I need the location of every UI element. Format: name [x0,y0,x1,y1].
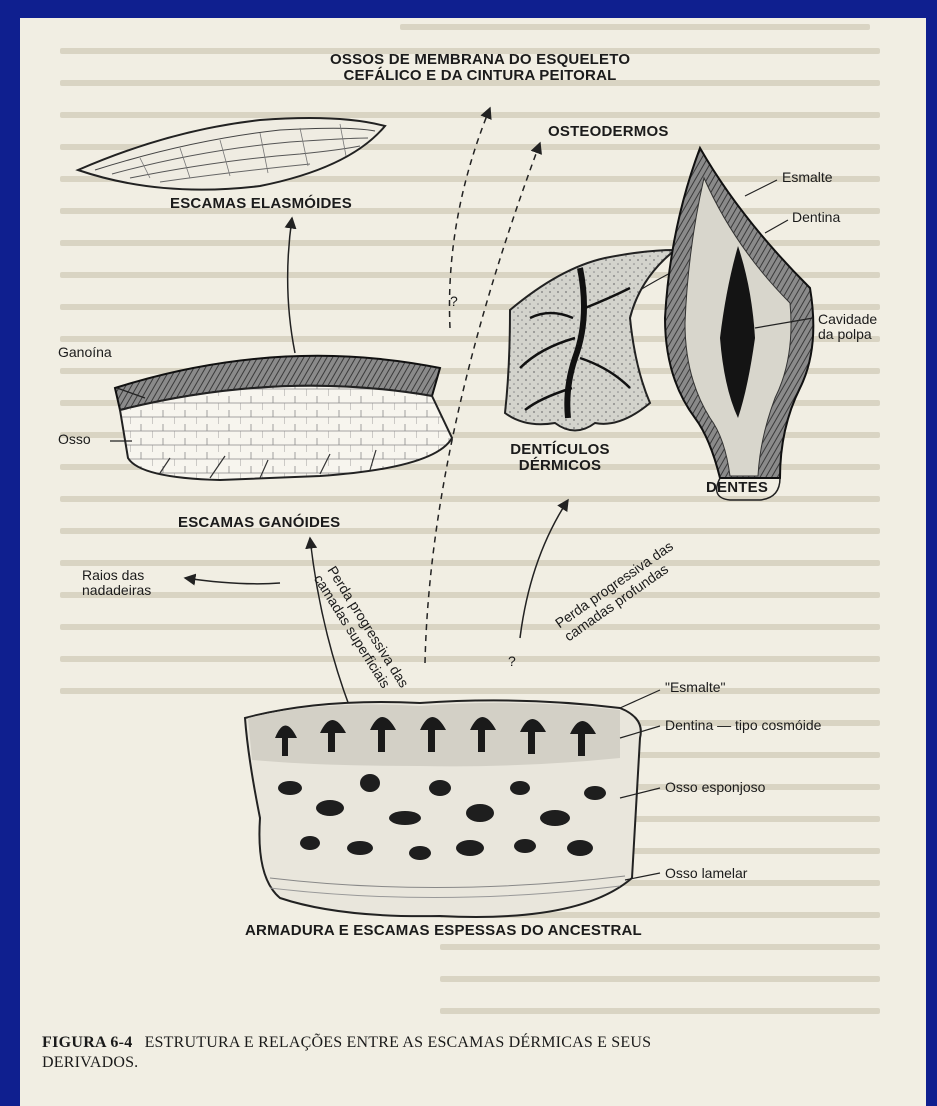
heading-escamas-elasmoides: ESCAMAS ELASMÓIDES [170,196,352,212]
tooth [665,148,813,500]
heading-denticulos-line1: DENTÍCULOS [490,442,630,458]
label-osso-lamelar: Osso lamelar [665,866,747,881]
ganoid-scale [115,356,452,480]
heading-armadura: ARMADURA E ESCAMAS ESPESSAS DO ANCESTRAL [245,923,642,939]
label-cavidade-line2: da polpa [818,327,877,342]
label-raios-line1: Raios das [82,568,151,583]
label-esmalte-quoted: "Esmalte" [665,680,726,695]
label-osso-esponjoso: Osso esponjoso [665,780,765,795]
heading-dentes: DENTES [706,480,768,496]
question-mark-upper: ? [450,294,458,309]
figure-title-line2: DERIVADOS. [42,1054,138,1071]
label-osso: Osso [58,432,91,447]
label-cavidade-line1: Cavidade [818,312,877,327]
heading-ossos-membrana-line2: CEFÁLICO E DA CINTURA PEITORAL [330,68,630,84]
heading-denticulos: DENTÍCULOS DÉRMICOS [490,442,630,474]
question-mark-lower: ? [508,654,516,669]
elasmoid-scale [78,118,385,190]
label-ganoina: Ganoína [58,345,112,360]
label-raios-line2: nadadeiras [82,583,151,598]
heading-escamas-ganoides: ESCAMAS GANÓIDES [178,515,340,531]
figure-title-line1: ESTRUTURA E RELAÇÕES ENTRE AS ESCAMAS DÉ… [145,1034,652,1051]
arrow-to-elasmoid [288,218,295,353]
figure-caption: FIGURA 6-4 ESTRUTURA E RELAÇÕES ENTRE AS… [42,1033,822,1073]
textbook-page: OSSOS DE MEMBRANA DO ESQUELETO CEFÁLICO … [20,18,926,1106]
figure-number: FIGURA 6-4 [42,1034,133,1051]
label-raios-nadadeiras: Raios das nadadeiras [82,568,151,597]
heading-ossos-membrana-line1: OSSOS DE MEMBRANA DO ESQUELETO [330,52,630,68]
label-esmalte: Esmalte [782,170,833,185]
heading-ossos-membrana: OSSOS DE MEMBRANA DO ESQUELETO CEFÁLICO … [330,52,630,84]
heading-osteodermos: OSTEODERMOS [548,124,669,140]
label-cavidade-polpa: Cavidade da polpa [818,312,877,341]
heading-denticulos-line2: DÉRMICOS [490,458,630,474]
dermal-denticle [505,250,675,431]
label-dentina: Dentina [792,210,840,225]
label-dentina-cosmoide: Dentina — tipo cosmóide [665,718,821,733]
ancestral-armor [245,700,641,917]
